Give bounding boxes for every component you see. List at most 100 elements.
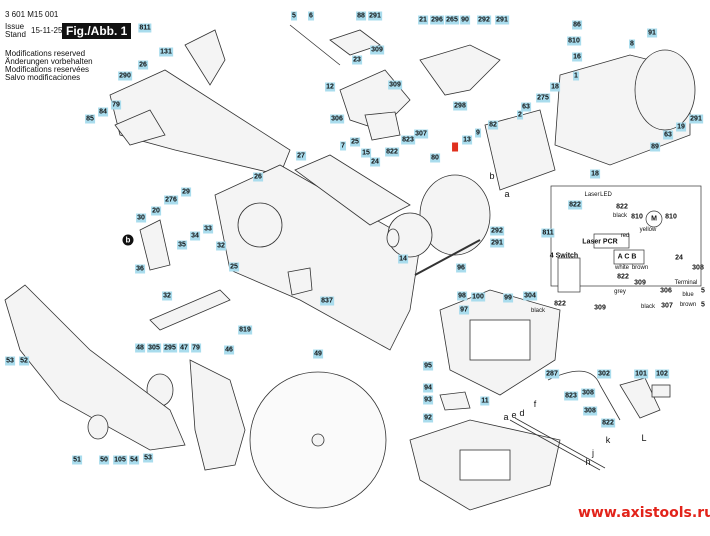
part-number-callout: 11: [480, 396, 490, 406]
part-number-callout: 6: [308, 11, 314, 21]
part-number-callout: 36: [135, 264, 145, 274]
part-number-callout: 48: [135, 343, 145, 353]
part-number-callout: 14: [398, 254, 408, 264]
part-number-callout: 302: [597, 369, 611, 379]
part-number-callout: 79: [111, 100, 121, 110]
laser-pcr-box: [593, 233, 630, 249]
shaft-96: [414, 239, 481, 276]
wiring-diagram-text: Laser: [584, 192, 600, 198]
part-number-callout: 308: [692, 264, 704, 272]
wire-end-letter: a: [503, 412, 509, 422]
part-number-callout: 100: [471, 292, 485, 302]
note-fr: Modifications reservées: [5, 65, 90, 74]
outer-flange-50: [87, 414, 109, 440]
part-number-callout: 276: [164, 195, 178, 205]
part-number-callout: 18: [550, 82, 560, 92]
part-number-callout: 819: [238, 325, 252, 335]
note-de: Änderungen vorbehalten: [5, 57, 93, 66]
part-number-callout: 47: [179, 343, 189, 353]
wire-end-letter: d: [519, 408, 525, 418]
document-number: 3 601 M15 001: [5, 10, 59, 19]
part-number-callout: 92: [423, 413, 433, 423]
part-number-callout: 99: [503, 293, 513, 303]
part-number-callout: 105: [113, 455, 127, 465]
motor-symbol: [645, 210, 663, 228]
part-number-callout: 20: [151, 206, 161, 216]
part-number-callout: 811: [138, 23, 152, 33]
switch-block-24: [364, 111, 401, 141]
switch-box: [557, 257, 581, 293]
wiring-diagram-text: 4 Switch: [549, 252, 579, 260]
part-number-callout: 79: [191, 343, 201, 353]
part-number-callout: 16: [572, 52, 582, 62]
watermark-url[interactable]: www.axistools.ru: [578, 505, 710, 521]
part-number-callout: 291: [495, 15, 509, 25]
part-number-callout: 823: [564, 391, 578, 401]
part-number-callout: 98: [457, 291, 467, 301]
figure-label: Fig./Abb. 1: [62, 23, 132, 39]
part-number-callout: 306: [330, 114, 344, 124]
link-32: [149, 289, 231, 331]
wiring-diagram-text: A C B: [617, 253, 637, 261]
part-number-callout: 25: [229, 262, 239, 272]
part-number-callout: 298: [453, 101, 467, 111]
note-es: Salvo modificaciones: [5, 73, 81, 82]
cable-a: [509, 419, 601, 471]
part-number-callout: 309: [594, 304, 606, 312]
part-number-callout: 287: [545, 369, 559, 379]
part-number-callout: 26: [138, 60, 148, 70]
wiring-diagram-text: Laser PCR: [582, 238, 618, 246]
blade-arbor: [311, 433, 325, 447]
part-number-callout: 1: [573, 71, 579, 81]
part-number-callout: 8: [629, 39, 635, 49]
part-number-callout: 822: [601, 418, 615, 428]
bearing-14: [386, 228, 400, 248]
guard-plate: [114, 109, 166, 146]
guard-arm-52: [4, 284, 186, 451]
part-number-callout: 12: [325, 82, 335, 92]
part-number-callout: 822: [616, 203, 628, 211]
part-number-callout: 29: [181, 187, 191, 197]
part-number-callout: 131: [159, 47, 173, 57]
part-number-callout: 101: [634, 369, 648, 379]
wiring-diagram-text: M: [651, 215, 657, 223]
part-number-callout: 291: [490, 238, 504, 248]
part-number-callout: 810: [665, 213, 677, 221]
part-number-callout: 307: [661, 302, 673, 310]
part-number-callout: 94: [423, 383, 433, 393]
terminal-acb: [613, 249, 645, 265]
part-number-callout: 5: [701, 287, 705, 295]
cable-e: [514, 417, 606, 469]
wiring-diagram-text: blue: [682, 292, 694, 298]
part-number-callout: 86: [572, 20, 582, 30]
wiring-diagram-text: red: [620, 233, 630, 239]
part-number-callout: 9: [475, 128, 481, 138]
part-number-callout: 307: [414, 129, 428, 139]
wiring-diagram-text: yellow: [639, 227, 657, 233]
part-number-callout: 26: [253, 172, 263, 182]
wiring-diagram-text: brown: [631, 265, 649, 271]
cover-27: [294, 154, 411, 226]
part-number-callout: 27: [296, 151, 306, 161]
part-number-callout: 51: [72, 455, 82, 465]
part-number-callout: 89: [650, 142, 660, 152]
part-number-callout: 810: [631, 213, 643, 221]
part-number-callout: 308: [581, 388, 595, 398]
part-number-callout: 102: [655, 369, 669, 379]
part-number-callout: 46: [224, 345, 234, 355]
part-number-callout: 18: [590, 169, 600, 179]
handle-21: [419, 44, 501, 96]
terminal-102: [651, 384, 671, 398]
part-number-callout: 63: [663, 130, 673, 140]
part-number-callout: 309: [388, 80, 402, 90]
part-number-callout: 7: [340, 141, 346, 151]
issue-label: Issue: [5, 22, 25, 31]
part-number-callout: 19: [676, 122, 686, 132]
part-number-callout: 95: [423, 361, 433, 371]
red-marker-callout: 3: [452, 142, 458, 152]
part-number-callout: 292: [490, 226, 504, 236]
part-number-callout: 5: [701, 301, 705, 309]
part-number-callout: 309: [370, 45, 384, 55]
part-number-callout: 53: [143, 453, 153, 463]
part-number-callout: 811: [541, 228, 555, 238]
